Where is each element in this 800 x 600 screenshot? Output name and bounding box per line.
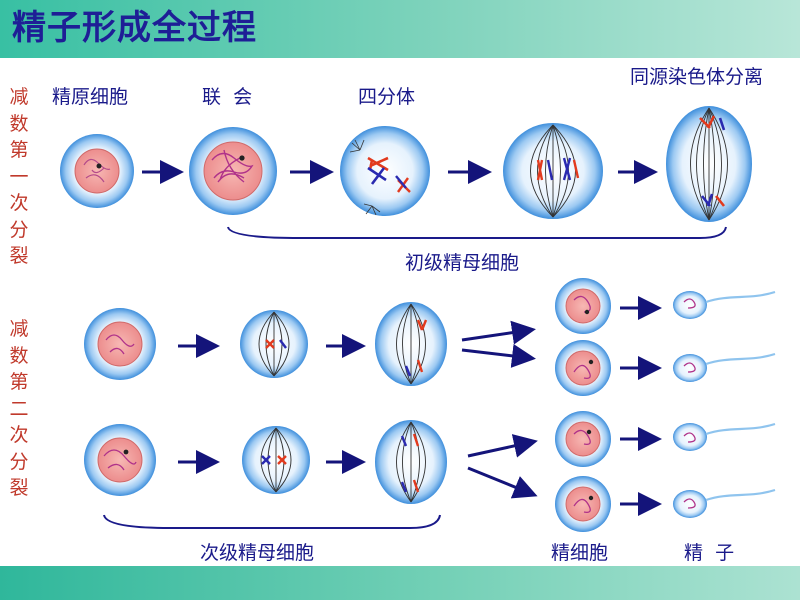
meiosis2-label: 减数第二次分裂: [9, 318, 29, 499]
metaphase2-cell-bottom: [242, 426, 310, 494]
spermatogonium-cell: [60, 134, 134, 208]
secondary-bracket: [103, 514, 441, 529]
anaphase2-cell-top: [375, 302, 447, 386]
metaphase2-cell-top: [240, 310, 308, 378]
metaphase1-cell: [503, 123, 603, 219]
label-sperm: 精 子: [684, 542, 735, 564]
row23-arrows: [178, 320, 538, 499]
sperm-cells: [673, 290, 776, 518]
anaphase1-cell: [666, 106, 752, 222]
label-spermatid: 精细胞: [551, 542, 609, 564]
footer-bar: [0, 566, 800, 600]
primary-bracket: [227, 226, 727, 239]
label-homolog-separation: 同源染色体分离: [630, 66, 764, 88]
title-bar: 精子形成全过程: [0, 0, 800, 58]
secondary-cell-top: [84, 308, 156, 380]
label-primary-spermatocyte: 初级精母细胞: [405, 252, 520, 274]
page-title: 精子形成全过程: [12, 8, 257, 48]
meiosis1-label: 减数第一次分裂: [9, 86, 29, 267]
secondary-cell-bottom: [84, 424, 156, 496]
spermatid-arrows: [620, 296, 662, 516]
tetrad-cell: [340, 126, 430, 216]
label-spermatogonium: 精原细胞: [52, 86, 129, 108]
spermatid-cells: [555, 278, 611, 532]
label-tetrad: 四分体: [358, 86, 416, 108]
synapsis-cell: [189, 127, 277, 215]
label-synapsis: 联 会: [202, 86, 253, 108]
anaphase2-cell-bottom: [375, 420, 447, 504]
label-secondary-spermatocyte: 次级精母细胞: [200, 542, 315, 564]
